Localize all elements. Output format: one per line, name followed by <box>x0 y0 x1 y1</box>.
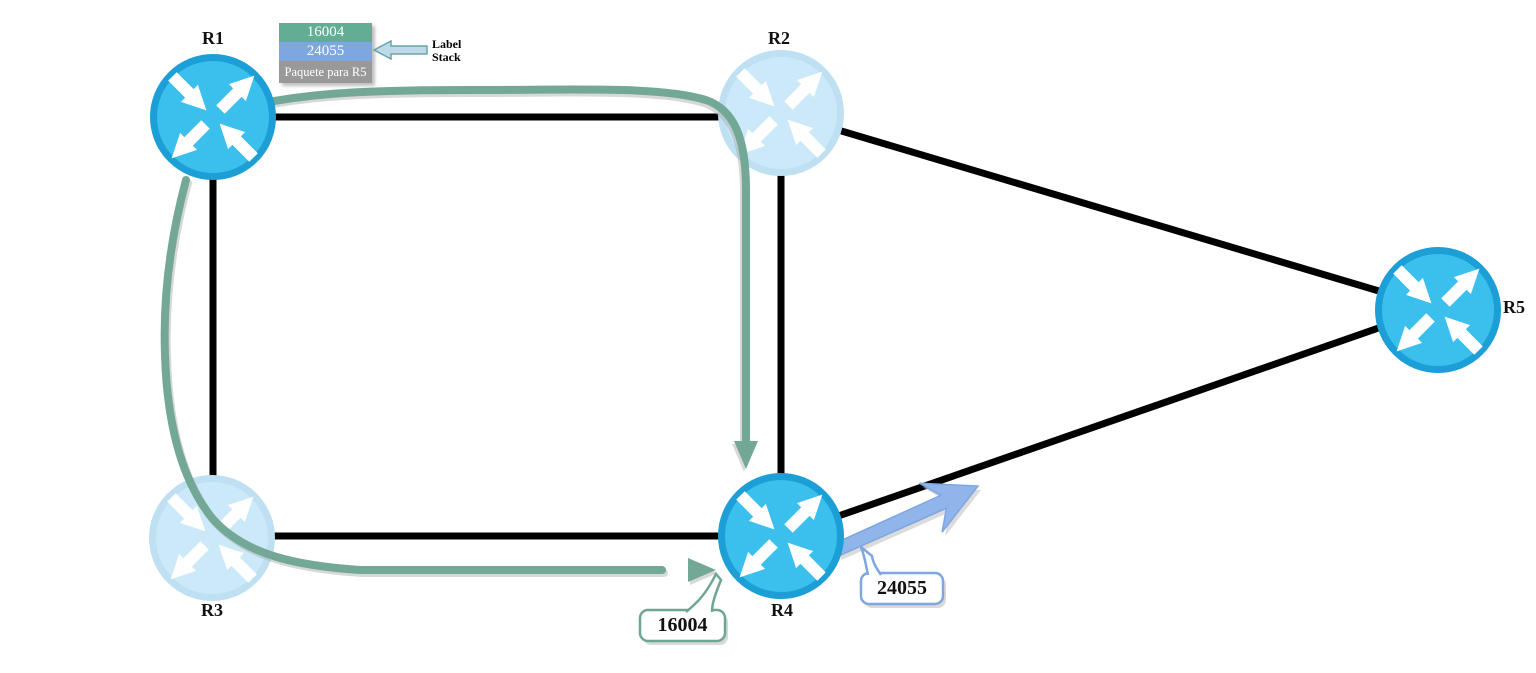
callout-value-24055: 24055 <box>877 577 927 599</box>
callout-value-16004: 16004 <box>657 614 708 636</box>
router-label-r3: R3 <box>201 600 223 620</box>
router-label-r1: R1 <box>202 28 224 48</box>
flow-green-top <box>224 85 758 472</box>
router-icon-r5 <box>1379 251 1498 370</box>
label-stack-pointer-arrow-icon <box>372 39 428 61</box>
flow-blue-r4-r5 <box>832 482 981 560</box>
router-label-r2: R2 <box>768 28 790 48</box>
router-icon-r3 <box>153 479 272 598</box>
link-r4-r5 <box>779 304 1438 540</box>
callout-bubble-16004 <box>638 571 728 645</box>
flow-green-bottom <box>160 176 718 585</box>
router-icon-r4 <box>722 477 841 596</box>
callout-bubble-24055 <box>859 546 946 608</box>
router-label-r5: R5 <box>1503 297 1525 317</box>
green-arrowhead-down <box>734 441 758 469</box>
blue-arrow <box>832 482 980 557</box>
label-stack-caption: Label Stack <box>432 37 462 64</box>
link-r2-r5 <box>780 109 1437 312</box>
label-stack-box: 16004 24055 Paquete para R5 <box>279 23 372 83</box>
router-label-r4: R4 <box>771 600 793 620</box>
links <box>209 109 1438 540</box>
label-stack-payload: Paquete para R5 <box>279 61 372 83</box>
router-icon-r1 <box>154 58 273 177</box>
green-arrowhead-right <box>688 558 716 582</box>
label-stack-outer-label: 16004 <box>279 23 372 42</box>
label-stack-inner-label: 24055 <box>279 42 372 61</box>
